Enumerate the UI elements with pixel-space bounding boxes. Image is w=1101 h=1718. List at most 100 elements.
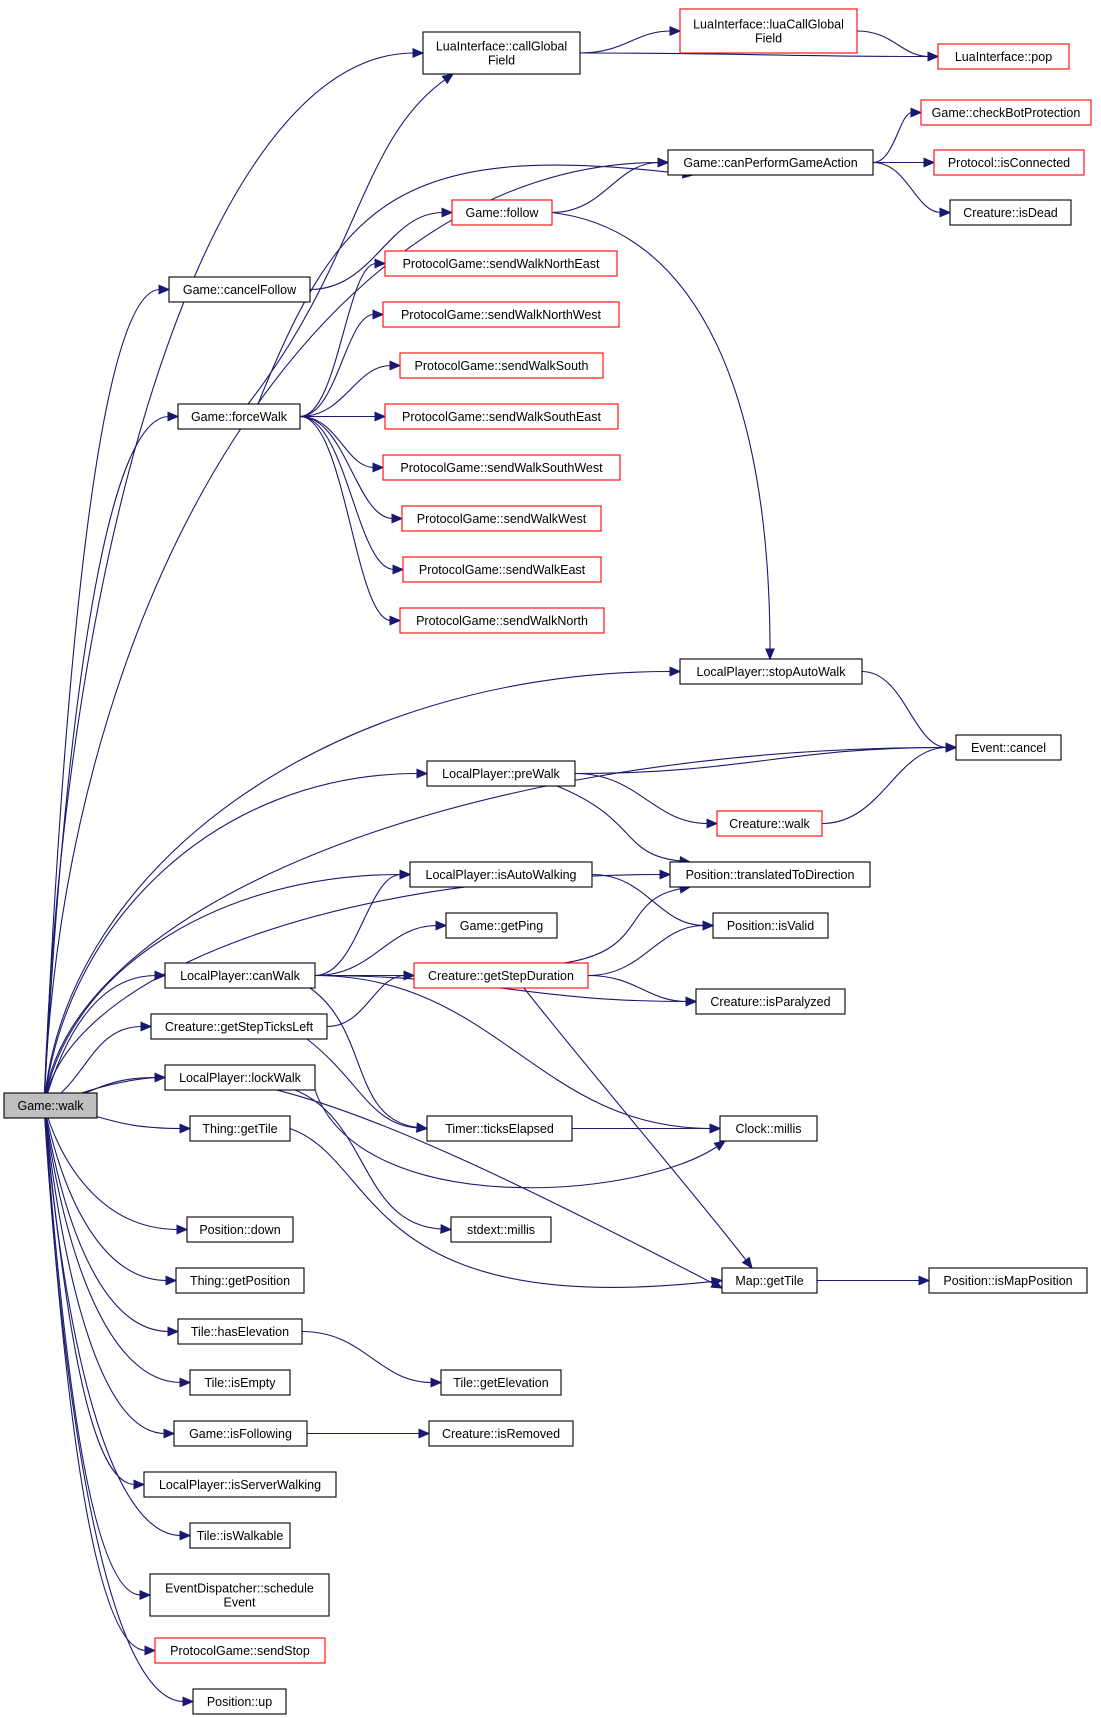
node-box[interactable] xyxy=(177,1318,303,1345)
node-game_isFollowing[interactable]: Game::isFollowing xyxy=(173,1420,308,1447)
node-box[interactable] xyxy=(164,962,316,989)
node-box[interactable] xyxy=(667,149,874,176)
node-pos_down[interactable]: Position::down xyxy=(186,1216,294,1243)
node-map_getTile[interactable]: Map::getTile xyxy=(721,1267,818,1294)
node-box[interactable] xyxy=(422,31,581,75)
node-pg_sendWalkNorthWest[interactable]: ProtocolGame::sendWalkNorthWest xyxy=(382,301,620,328)
node-box[interactable] xyxy=(679,8,858,54)
node-creature_isRemoved[interactable]: Creature::isRemoved xyxy=(428,1420,574,1447)
node-creature_isDead[interactable]: Creature::isDead xyxy=(949,199,1072,226)
node-box[interactable] xyxy=(382,301,620,328)
node-pg_sendWalkWest[interactable]: ProtocolGame::sendWalkWest xyxy=(401,505,602,532)
node-box[interactable] xyxy=(409,861,593,888)
node-box[interactable] xyxy=(920,99,1092,126)
node-box[interactable] xyxy=(955,734,1062,761)
node-tile_hasElevation[interactable]: Tile::hasElevation xyxy=(177,1318,303,1345)
node-box[interactable] xyxy=(384,403,619,430)
node-game_canPerformGameAction[interactable]: Game::canPerformGameAction xyxy=(667,149,874,176)
node-game_forceWalk[interactable]: Game::forceWalk xyxy=(177,403,301,430)
node-event_cancel[interactable]: Event::cancel xyxy=(955,734,1062,761)
node-box[interactable] xyxy=(450,1216,552,1243)
node-box[interactable] xyxy=(186,1216,294,1243)
node-box[interactable] xyxy=(177,403,301,430)
node-pg_sendWalkSouthWest[interactable]: ProtocolGame::sendWalkSouthWest xyxy=(382,454,621,481)
node-game_walk[interactable]: Game::walk xyxy=(3,1092,98,1119)
node-pg_sendWalkEast[interactable]: ProtocolGame::sendWalkEast xyxy=(402,556,602,583)
node-lp_isServerWalking[interactable]: LocalPlayer::isServerWalking xyxy=(143,1471,337,1498)
node-box[interactable] xyxy=(937,43,1070,70)
node-creature_walk[interactable]: Creature::walk xyxy=(716,810,823,837)
node-box[interactable] xyxy=(192,1688,287,1715)
node-game_getPing[interactable]: Game::getPing xyxy=(445,912,558,939)
node-box[interactable] xyxy=(189,1522,291,1549)
node-box[interactable] xyxy=(716,810,823,837)
node-pg_sendWalkSouth[interactable]: ProtocolGame::sendWalkSouth xyxy=(399,352,604,379)
node-box[interactable] xyxy=(384,250,618,277)
node-box[interactable] xyxy=(189,1115,291,1142)
node-box[interactable] xyxy=(949,199,1072,226)
node-box[interactable] xyxy=(413,962,589,989)
node-box[interactable] xyxy=(933,149,1085,176)
node-box[interactable] xyxy=(382,454,621,481)
node-pos_up[interactable]: Position::up xyxy=(192,1688,287,1715)
node-creature_getStepTicksLeft[interactable]: Creature::getStepTicksLeft xyxy=(150,1013,328,1040)
node-thing_getPosition[interactable]: Thing::getPosition xyxy=(175,1267,305,1294)
node-box[interactable] xyxy=(445,912,558,939)
node-lp_stopAutoWalk[interactable]: LocalPlayer::stopAutoWalk xyxy=(679,658,863,685)
node-protocol_isConnected[interactable]: Protocol::isConnected xyxy=(933,149,1085,176)
node-box[interactable] xyxy=(669,861,871,888)
node-pg_sendStop[interactable]: ProtocolGame::sendStop xyxy=(154,1637,326,1664)
node-stdext_millis[interactable]: stdext::millis xyxy=(450,1216,552,1243)
node-tile_isEmpty[interactable]: Tile::isEmpty xyxy=(189,1369,291,1396)
node-creature_isParalyzed[interactable]: Creature::isParalyzed xyxy=(695,988,846,1015)
node-game_follow[interactable]: Game::follow xyxy=(451,199,553,226)
node-box[interactable] xyxy=(399,607,605,634)
node-lua_pop[interactable]: LuaInterface::pop xyxy=(937,43,1070,70)
node-pg_sendWalkNorth[interactable]: ProtocolGame::sendWalkNorth xyxy=(399,607,605,634)
node-creature_getStepDuration[interactable]: Creature::getStepDuration xyxy=(413,962,589,989)
node-lp_lockWalk[interactable]: LocalPlayer::lockWalk xyxy=(164,1064,316,1091)
node-game_checkBotProtection[interactable]: Game::checkBotProtection xyxy=(920,99,1092,126)
node-lp_preWalk[interactable]: LocalPlayer::preWalk xyxy=(426,760,576,787)
node-lp_isAutoWalking[interactable]: LocalPlayer::isAutoWalking xyxy=(409,861,593,888)
node-lp_canWalk[interactable]: LocalPlayer::canWalk xyxy=(164,962,316,989)
node-box[interactable] xyxy=(175,1267,305,1294)
node-pg_sendWalkNorthEast[interactable]: ProtocolGame::sendWalkNorthEast xyxy=(384,250,618,277)
node-box[interactable] xyxy=(154,1637,326,1664)
node-box[interactable] xyxy=(401,505,602,532)
node-box[interactable] xyxy=(143,1471,337,1498)
node-box[interactable] xyxy=(168,276,311,303)
node-box[interactable] xyxy=(426,1115,573,1142)
node-box[interactable] xyxy=(928,1267,1088,1294)
node-pg_sendWalkSouthEast[interactable]: ProtocolGame::sendWalkSouthEast xyxy=(384,403,619,430)
node-box[interactable] xyxy=(150,1013,328,1040)
node-box[interactable] xyxy=(149,1573,330,1617)
node-box[interactable] xyxy=(721,1267,818,1294)
node-box[interactable] xyxy=(402,556,602,583)
node-tile_isWalkable[interactable]: Tile::isWalkable xyxy=(189,1522,291,1549)
node-tile_getElevation[interactable]: Tile::getElevation xyxy=(440,1369,562,1396)
node-box[interactable] xyxy=(695,988,846,1015)
node-pos_isMapPosition[interactable]: Position::isMapPosition xyxy=(928,1267,1088,1294)
node-game_cancelFollow[interactable]: Game::cancelFollow xyxy=(168,276,311,303)
node-box[interactable] xyxy=(679,658,863,685)
node-box[interactable] xyxy=(3,1092,98,1119)
node-box[interactable] xyxy=(399,352,604,379)
node-clock_millis[interactable]: Clock::millis xyxy=(719,1115,818,1142)
node-box[interactable] xyxy=(719,1115,818,1142)
node-box[interactable] xyxy=(712,912,829,939)
node-box[interactable] xyxy=(189,1369,291,1396)
node-box[interactable] xyxy=(428,1420,574,1447)
node-box[interactable] xyxy=(164,1064,316,1091)
node-box[interactable] xyxy=(451,199,553,226)
node-thing_getTile[interactable]: Thing::getTile xyxy=(189,1115,291,1142)
node-box[interactable] xyxy=(440,1369,562,1396)
node-pos_translatedToDirection[interactable]: Position::translatedToDirection xyxy=(669,861,871,888)
node-pos_isValid[interactable]: Position::isValid xyxy=(712,912,829,939)
node-box[interactable] xyxy=(173,1420,308,1447)
node-box[interactable] xyxy=(426,760,576,787)
node-timer_ticksElapsed[interactable]: Timer::ticksElapsed xyxy=(426,1115,573,1142)
